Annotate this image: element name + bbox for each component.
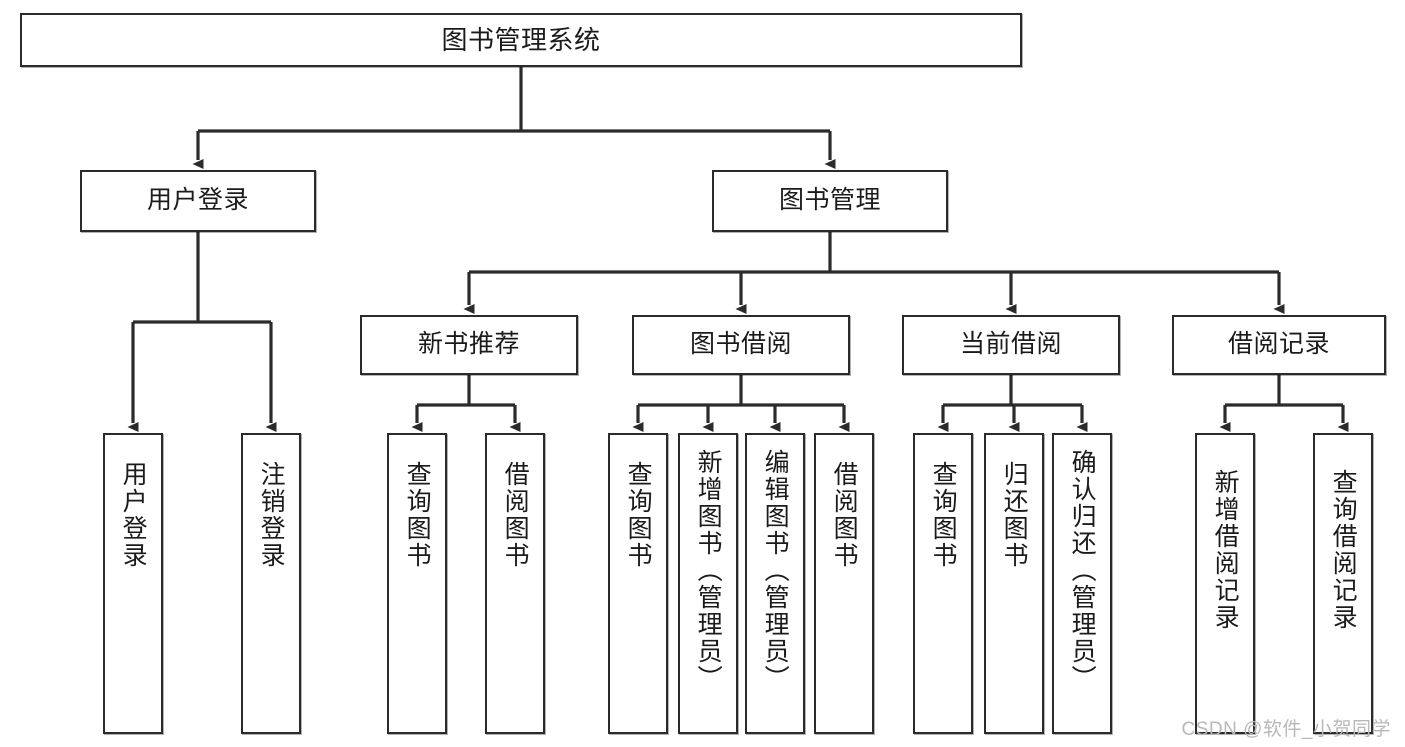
node-leaf-user-logout-label: 注销登录 [257, 461, 286, 569]
node-borrow-record[interactable]: 借阅记录 [1172, 315, 1386, 375]
node-leaf-query-record-label: 查询借阅记录 [1329, 469, 1358, 631]
node-book-manage[interactable]: 图书管理 [712, 170, 948, 232]
node-leaf-user-login[interactable]: 用户登录 [103, 433, 163, 734]
node-leaf-return-book-label: 归还图书 [1000, 461, 1029, 569]
node-leaf-confirm-return-label: 确认归还（管理员） [1068, 449, 1097, 692]
watermark-text: CSDN @软件_小贺同学 [1181, 719, 1391, 740]
node-current-borrow-label: 当前借阅 [959, 330, 1062, 359]
node-leaf-query-book-1[interactable]: 查询图书 [387, 433, 447, 734]
node-leaf-borrow-book-2[interactable]: 借阅图书 [814, 433, 874, 734]
node-leaf-return-book[interactable]: 归还图书 [984, 433, 1044, 734]
node-leaf-query-book-3[interactable]: 查询图书 [913, 433, 973, 734]
node-root-label: 图书管理系统 [441, 24, 601, 55]
node-user-login[interactable]: 用户登录 [80, 170, 316, 232]
node-leaf-user-logout[interactable]: 注销登录 [241, 433, 301, 734]
node-root[interactable]: 图书管理系统 [20, 13, 1022, 67]
node-leaf-user-login-label: 用户登录 [119, 461, 148, 569]
node-leaf-borrow-book-1[interactable]: 借阅图书 [485, 433, 545, 734]
node-leaf-add-book-label: 新增图书（管理员） [694, 449, 723, 692]
node-leaf-query-book-2[interactable]: 查询图书 [608, 433, 668, 734]
node-book-borrow-label: 图书借阅 [689, 330, 792, 359]
node-leaf-add-record-label: 新增借阅记录 [1211, 469, 1240, 631]
node-new-book-recommend[interactable]: 新书推荐 [360, 315, 578, 375]
node-borrow-record-label: 借阅记录 [1227, 330, 1330, 359]
node-leaf-edit-book-label: 编辑图书（管理员） [761, 449, 790, 692]
node-leaf-query-book-2-label: 查询图书 [624, 461, 653, 569]
node-leaf-query-record[interactable]: 查询借阅记录 [1313, 433, 1373, 734]
node-leaf-confirm-return[interactable]: 确认归还（管理员） [1052, 433, 1112, 734]
node-leaf-borrow-book-2-label: 借阅图书 [830, 461, 859, 569]
node-new-book-recommend-label: 新书推荐 [417, 330, 520, 359]
node-user-login-label: 用户登录 [146, 186, 249, 215]
node-leaf-add-book[interactable]: 新增图书（管理员） [678, 433, 738, 734]
node-leaf-query-book-1-label: 查询图书 [403, 461, 432, 569]
node-leaf-edit-book[interactable]: 编辑图书（管理员） [745, 433, 805, 734]
node-book-borrow[interactable]: 图书借阅 [632, 315, 850, 375]
node-leaf-add-record[interactable]: 新增借阅记录 [1195, 433, 1255, 734]
node-leaf-borrow-book-1-label: 借阅图书 [501, 461, 530, 569]
node-current-borrow[interactable]: 当前借阅 [902, 315, 1120, 375]
node-leaf-query-book-3-label: 查询图书 [929, 461, 958, 569]
node-book-manage-label: 图书管理 [778, 186, 881, 215]
